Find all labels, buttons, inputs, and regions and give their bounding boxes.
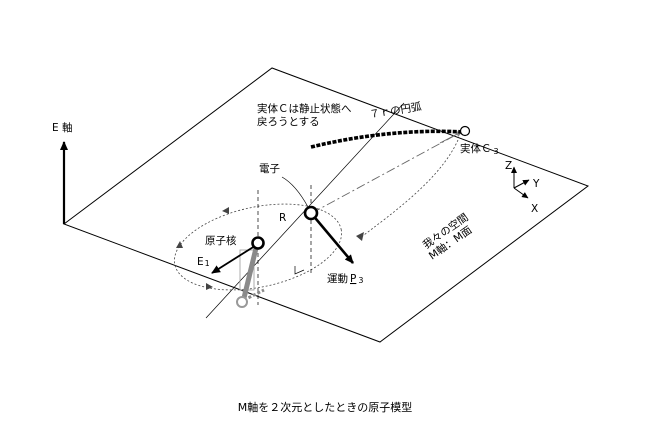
motion-label-p: P [350, 273, 356, 285]
axis-z-label: Z [505, 160, 512, 172]
e1-label-sub: 1 [205, 259, 210, 268]
arc-label: ７ｒの円弧 [368, 100, 422, 121]
electron-circle [303, 205, 319, 221]
r-label: R [279, 212, 286, 224]
nucleus-circle [251, 236, 265, 250]
orbit-arrowhead-left [176, 241, 183, 248]
ghost-tail [243, 288, 265, 302]
e-axis-label: E 軸 [52, 121, 72, 134]
e1-arrow [211, 243, 259, 274]
motion-label-sub: 3 [358, 276, 363, 285]
note-line1: 実体Ｃは静止状態へ [257, 102, 352, 115]
nucleus-label: 原子核 [205, 234, 237, 247]
seven-r-arc [310, 129, 465, 149]
motion-label-main: 運動 [327, 272, 348, 285]
right-angle-marker [294, 266, 305, 275]
orbit-arrowhead-bottom [206, 283, 213, 290]
nucleus-bar [241, 241, 260, 301]
entity-c3-circle [459, 125, 471, 137]
axis-y-label: Y [532, 178, 540, 190]
xyz-axes-icon [511, 166, 530, 199]
diagram-caption: M軸を２次元としたときの原子模型 [238, 400, 413, 414]
entity-label-sub: 3 [494, 147, 499, 156]
ghost-nucleus-circle [236, 296, 248, 308]
entity-label-main: 実体Ｃ [460, 142, 492, 155]
p3-arrow [310, 212, 354, 264]
m-plane [62, 67, 590, 343]
e1-label: E1 [197, 256, 210, 268]
return-arc [359, 139, 459, 239]
orbit-arrowhead-top [222, 207, 229, 214]
electron-leader [281, 176, 309, 208]
return-arc-arrowhead [356, 232, 364, 241]
axis-x-label: X [531, 203, 538, 215]
electron-label: 電子 [259, 163, 280, 175]
projection-line [311, 129, 466, 214]
note-line2: 戻ろうとする [257, 115, 320, 128]
e1-label-main: E [197, 256, 204, 268]
orbit-ellipse [174, 203, 342, 291]
